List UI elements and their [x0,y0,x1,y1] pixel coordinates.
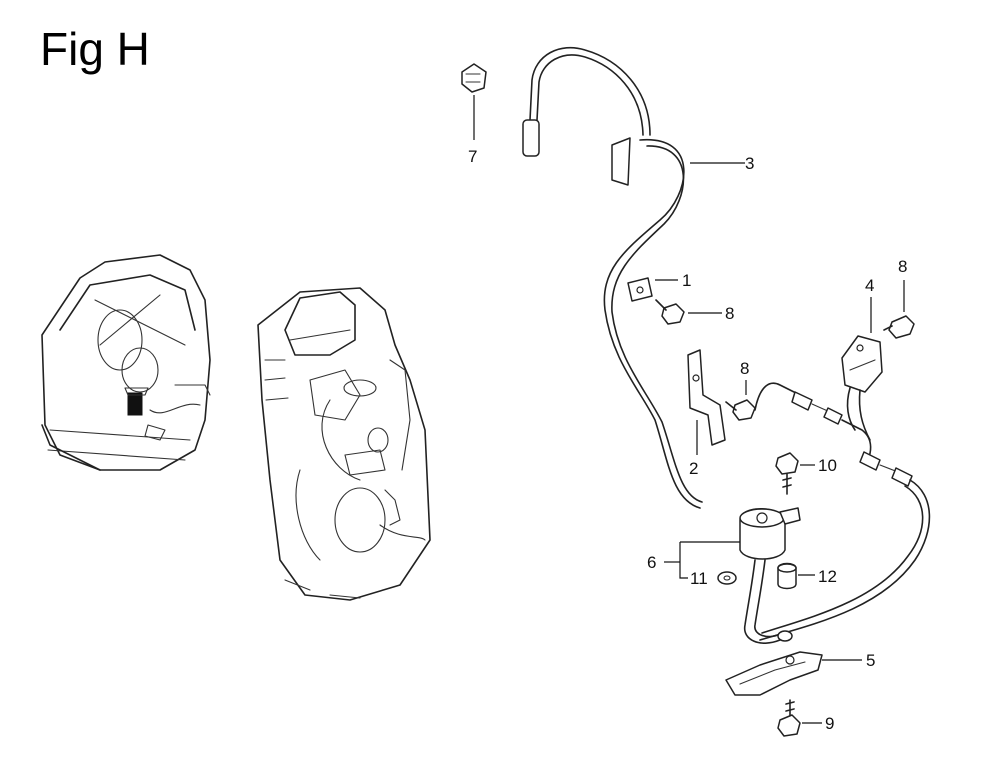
engine-side-view-illustration [41,254,211,471]
part-7-clip [461,63,487,140]
part-12-grommet [777,562,815,590]
part-5-plate [725,651,862,696]
callout-11: 11 [690,569,708,588]
part-2-bracket [687,349,726,455]
callout-3: 3 [745,154,754,173]
part-3-wire-harness [522,46,745,509]
callout-9: 9 [825,714,834,733]
part-10-bolt [775,452,815,495]
callout-8-right: 8 [898,257,907,276]
callout-10: 10 [818,456,837,475]
callout-5: 5 [866,651,875,670]
engine-front-view-illustration [257,287,431,601]
part-1-clamp [627,277,678,302]
callout-2: 2 [689,459,698,478]
callout-1: 1 [682,271,691,290]
callout-8-upper: 8 [725,304,734,323]
callout-7: 7 [468,147,477,166]
part-8-bolt-middle [725,380,756,421]
part-8-bolt-upper [655,299,722,325]
callout-6: 6 [647,553,656,572]
callout-4: 4 [865,276,874,295]
figure-title: Fig H [40,23,150,75]
callout-12: 12 [818,567,837,586]
part-11-washer [717,571,737,585]
part-6-sensor-assembly [664,507,801,644]
part-4-module [841,297,883,441]
part-9-bolt [777,699,822,737]
callout-8-middle: 8 [740,359,749,378]
part-8-bolt-right [883,280,915,339]
wire-connectors [754,382,931,641]
